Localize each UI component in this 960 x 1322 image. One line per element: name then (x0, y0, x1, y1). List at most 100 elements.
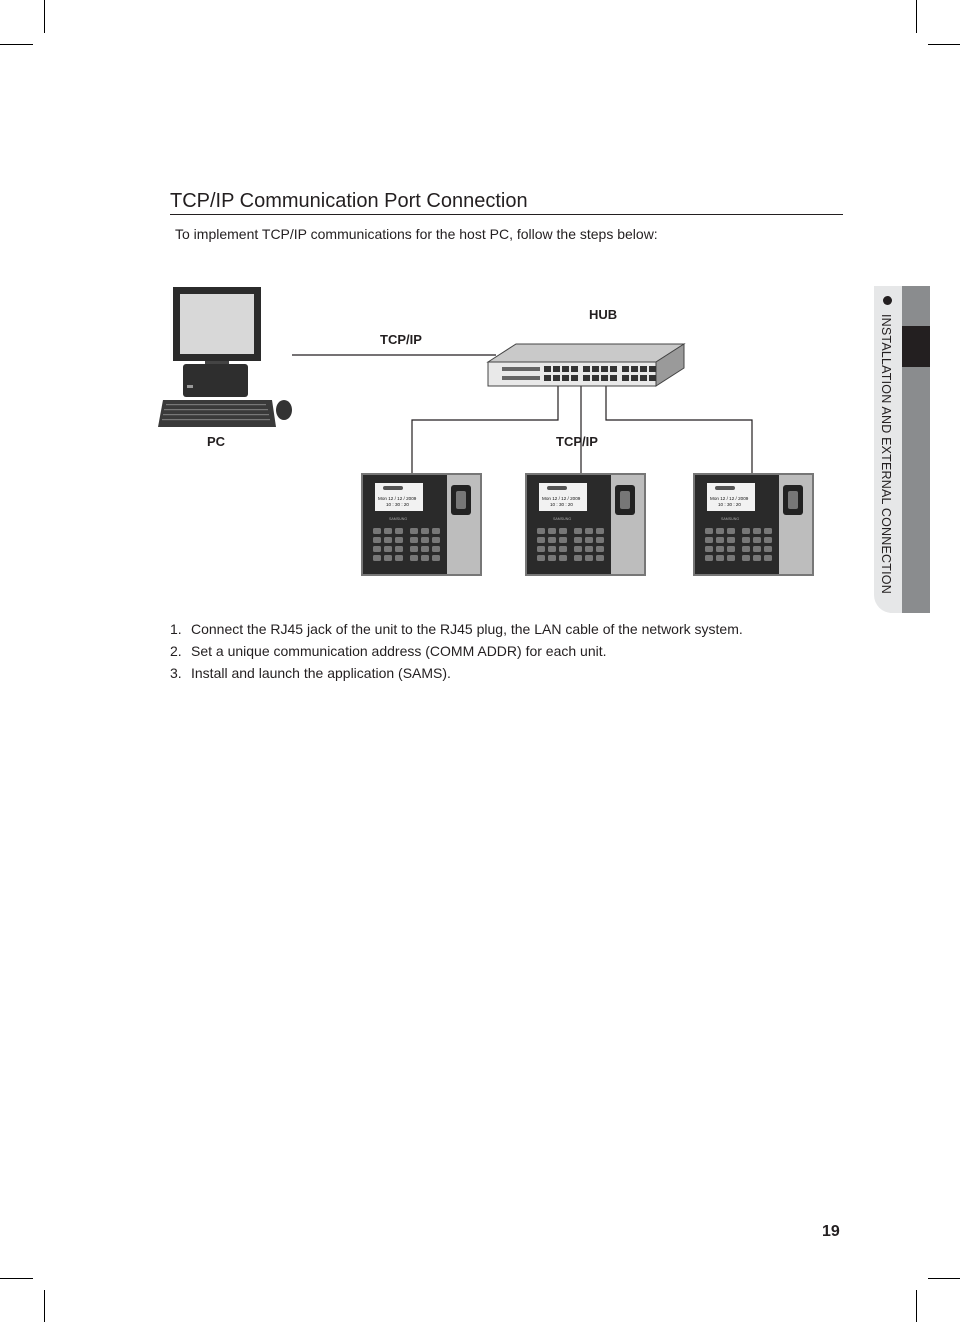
hub-port (571, 375, 578, 381)
keypad-key (585, 528, 593, 534)
keypad-key (421, 528, 429, 534)
unit-screen-time: 10 : 30 : 20 (718, 502, 741, 507)
keypad-key (585, 537, 593, 543)
hub-port (640, 366, 647, 372)
keypad-key (373, 546, 381, 552)
connection-diagram: HUB TCP/IP PC TCP/IP Mon 12 / 12 / 2009 … (158, 287, 814, 576)
keypad-key (742, 555, 750, 561)
keypad-key (432, 555, 440, 561)
keypad-key (764, 537, 772, 543)
hub-port (610, 366, 617, 372)
tab-background (874, 286, 904, 613)
keypad-key (753, 546, 761, 552)
page-number: 19 (822, 1223, 840, 1240)
keypad-key (384, 528, 392, 534)
list-item: 2. Set a unique communication address (CO… (170, 642, 743, 664)
keypad-key (410, 546, 418, 552)
keypad-key (537, 537, 545, 543)
keypad-key (421, 546, 429, 552)
keypad-key (574, 528, 582, 534)
keypad-key (395, 546, 403, 552)
hub-port (601, 375, 608, 381)
keypad-key (716, 528, 724, 534)
keypad-key (585, 555, 593, 561)
keypad-key (410, 528, 418, 534)
title-rule (170, 214, 843, 215)
unit-brand: SAMSUNG (389, 517, 407, 521)
step-number: 3. (170, 665, 182, 681)
crop-mark (44, 0, 45, 33)
keypad-key (432, 528, 440, 534)
crop-mark (44, 1290, 45, 1322)
hub-port (610, 375, 617, 381)
keypad-key (753, 528, 761, 534)
keypad-key (705, 537, 713, 543)
terminal-unit-3: Mon 12 / 12 / 2009 10 : 30 : 20 SAMSUNG (693, 473, 814, 576)
unit-screen-time: 10 : 30 : 20 (550, 502, 573, 507)
keypad-key (727, 537, 735, 543)
keypad-key (395, 528, 403, 534)
keypad-key (559, 546, 567, 552)
keypad-key (585, 546, 593, 552)
keypad-key (742, 528, 750, 534)
keypad-key (384, 555, 392, 561)
keypad-key (410, 537, 418, 543)
hub-port (622, 375, 629, 381)
keypad-key (537, 528, 545, 534)
keypad-key (727, 528, 735, 534)
keypad-key (574, 546, 582, 552)
keypad-key (373, 555, 381, 561)
hub-port (583, 366, 590, 372)
keypad-key (716, 555, 724, 561)
hub-port (562, 366, 569, 372)
keypad-key (705, 528, 713, 534)
hub-port (601, 366, 608, 372)
pc-icon (158, 287, 292, 427)
crop-mark (916, 1290, 917, 1322)
keypad-key (384, 546, 392, 552)
keypad-key (574, 537, 582, 543)
steps-list: 1. Connect the RJ45 jack of the unit to t… (170, 620, 743, 686)
terminal-unit-1: Mon 12 / 12 / 2009 10 : 30 : 20 SAMSUNG (361, 473, 482, 576)
keypad-key (753, 537, 761, 543)
keypad-key (742, 537, 750, 543)
unit-screen-date: Mon 12 / 12 / 2009 (378, 496, 417, 501)
keypad-key (395, 537, 403, 543)
keypad-key (742, 546, 750, 552)
chapter-side-tab: INSTALLATION AND EXTERNAL CONNECTION (874, 286, 930, 613)
hub-port (649, 375, 656, 381)
keypad-key (764, 555, 772, 561)
hub-port-legend (502, 376, 540, 380)
terminal-unit-2: Mon 12 / 12 / 2009 10 : 30 : 20 SAMSUNG (525, 473, 646, 576)
unit-brand: SAMSUNG (553, 517, 571, 521)
keypad-key (548, 555, 556, 561)
hub-port (562, 375, 569, 381)
keypad-key (716, 546, 724, 552)
keypad-key (596, 555, 604, 561)
hub-port (553, 375, 560, 381)
keypad-key (559, 528, 567, 534)
keypad-key (432, 546, 440, 552)
hub-port (649, 366, 656, 372)
list-item: 1. Connect the RJ45 jack of the unit to t… (170, 620, 743, 642)
step-text: Connect the RJ45 jack of the unit to the… (191, 621, 743, 637)
chapter-label: INSTALLATION AND EXTERNAL CONNECTION (879, 314, 893, 594)
keypad-key (373, 528, 381, 534)
keypad-key (596, 537, 604, 543)
keypad-key (421, 537, 429, 543)
keypad-key (764, 546, 772, 552)
list-item: 3.Install and launch the application (SA… (170, 664, 743, 686)
section-title: TCP/IP Communication Port Connection (170, 190, 528, 212)
step-number: 1. (170, 621, 182, 637)
keypad-key (537, 546, 545, 552)
crop-mark (0, 1278, 33, 1279)
crop-mark (928, 44, 960, 45)
hub-port (544, 366, 551, 372)
step-text: Set a unique communication address (COMM… (191, 643, 607, 659)
hub-port (631, 375, 638, 381)
hub-port (631, 366, 638, 372)
step-number: 2. (170, 643, 182, 659)
unit-screen-time: 10 : 30 : 20 (386, 502, 409, 507)
keypad-key (373, 537, 381, 543)
hub-port (553, 366, 560, 372)
